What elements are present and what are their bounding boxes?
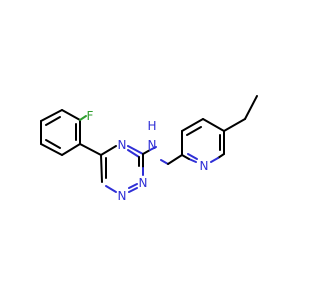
triazine-ring (100, 145, 144, 193)
molecule-structure-drawing: F H N N N N N (40, 95, 258, 203)
triazine-n4-label: N (118, 138, 127, 152)
ch2-pyridine-bond (167, 154, 183, 165)
nh-ch2-bond (160, 159, 169, 165)
pyridine-nitrogen-label: N (200, 159, 209, 173)
ethyl-ch2-bond (223, 118, 246, 132)
triazine-n1-label: N (118, 189, 127, 203)
ethyl-ch3-bond (244, 95, 258, 120)
amine-hydrogen-label: H (147, 119, 156, 133)
c-nh-bond-n (149, 146, 157, 151)
triazine-n2-label: N (139, 176, 148, 190)
c-nh-bond (142, 149, 151, 155)
biaryl-bond (79, 143, 102, 156)
fluorophenyl-ring (40, 109, 81, 156)
fluorine-label: F (87, 109, 94, 123)
c-f-bond (79, 115, 87, 121)
amine-nitrogen-label: N (148, 138, 157, 152)
pyridine-ring (181, 118, 225, 163)
